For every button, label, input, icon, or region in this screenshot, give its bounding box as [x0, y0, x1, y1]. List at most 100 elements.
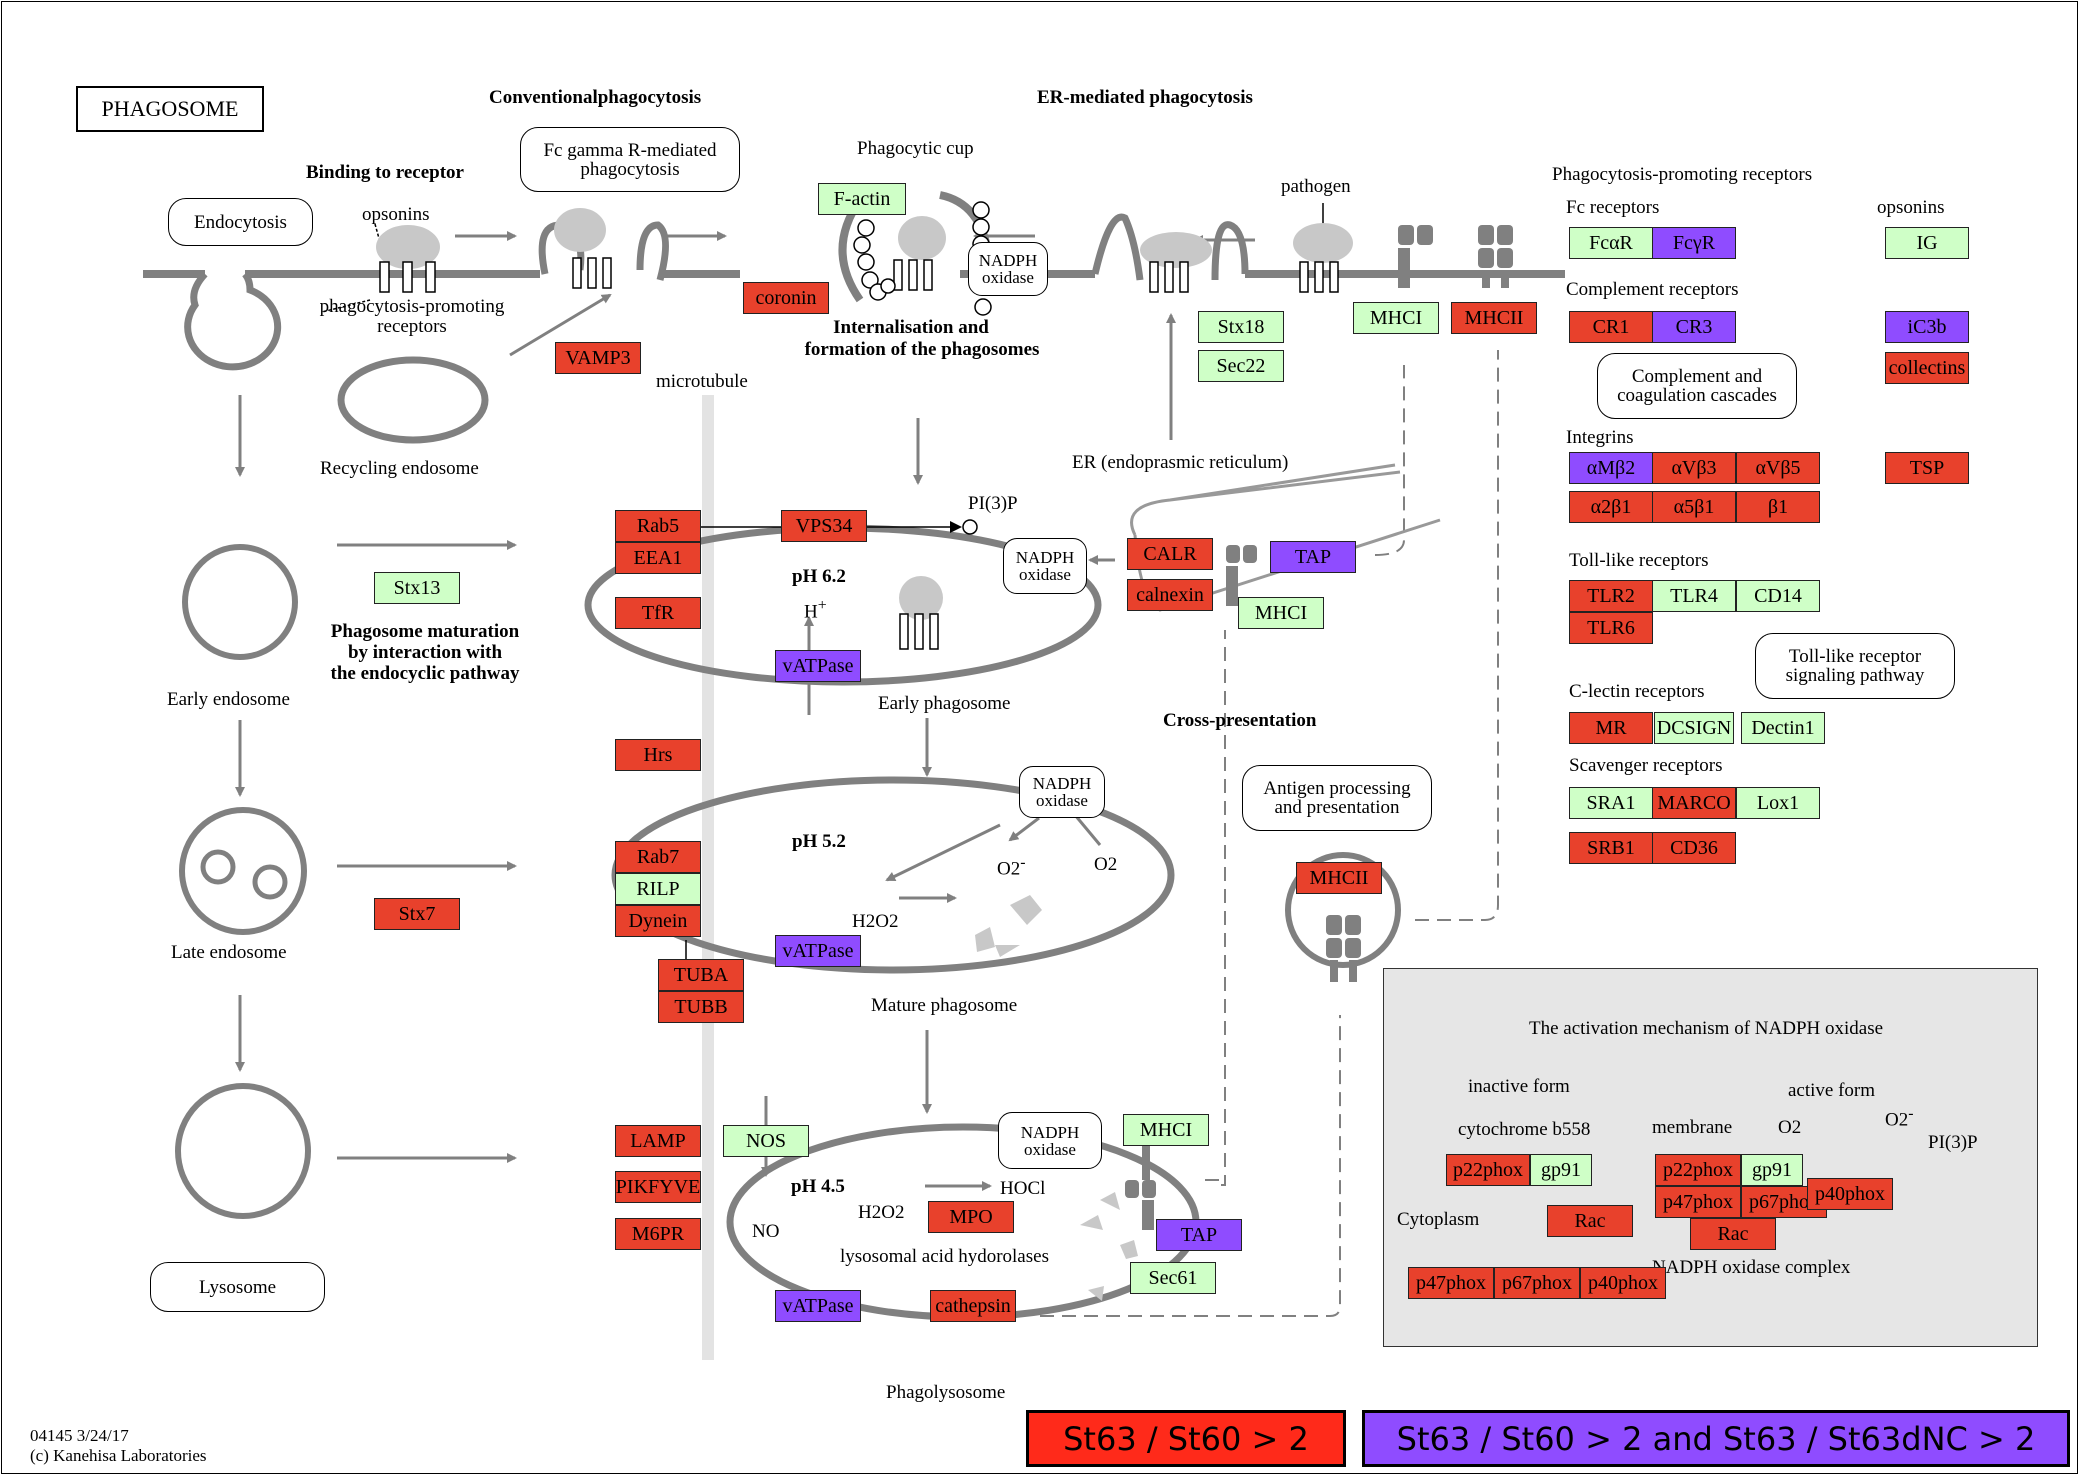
gene-srb1[interactable]: SRB1	[1569, 832, 1653, 864]
gene-sec22[interactable]: Sec22	[1198, 350, 1284, 382]
gene-vatpase3[interactable]: vATPase	[775, 1290, 861, 1322]
gene-vatpase1[interactable]: vATPase	[775, 650, 861, 682]
gene-tubb[interactable]: TUBB	[658, 991, 744, 1023]
header-maturation-3: the endocyclic pathway	[330, 663, 520, 684]
gene-gp91_i[interactable]: gp91	[1530, 1154, 1592, 1186]
label-ph52: pH 5.2	[792, 831, 846, 852]
gene-cr3[interactable]: CR3	[1652, 311, 1736, 343]
gene-vps34[interactable]: VPS34	[781, 510, 867, 542]
gene-rab5[interactable]: Rab5	[615, 510, 701, 542]
gene-mhcii_top[interactable]: MHCII	[1451, 302, 1537, 334]
header-internalisation-2: formation of the phagosomes	[804, 339, 1040, 360]
gene-stx18[interactable]: Stx18	[1198, 311, 1284, 343]
label-o2minus: O2-	[997, 854, 1026, 880]
gene-collectins[interactable]: collectins	[1885, 352, 1969, 384]
link-lysosome[interactable]: Lysosome	[150, 1262, 325, 1312]
gene-tlr4[interactable]: TLR4	[1652, 580, 1736, 612]
gene-coronin[interactable]: coronin	[743, 282, 829, 314]
copyright: (c) Kanehisa Laboratories	[30, 1446, 207, 1465]
gene-hrs[interactable]: Hrs	[615, 739, 701, 771]
gene-stx13[interactable]: Stx13	[374, 572, 460, 604]
gene-mhci_er[interactable]: MHCI	[1238, 597, 1324, 629]
gene-p40_i[interactable]: p40phox	[1580, 1267, 1666, 1299]
gene-p47_a[interactable]: p47phox	[1655, 1186, 1741, 1218]
gene-m6pr[interactable]: M6PR	[615, 1218, 701, 1250]
gene-mr[interactable]: MR	[1569, 712, 1653, 744]
gene-cr1[interactable]: CR1	[1569, 311, 1653, 343]
gene-fcgr[interactable]: FcγR	[1652, 227, 1736, 259]
gene-dcsign[interactable]: DCSIGN	[1654, 712, 1734, 744]
gene-rac_a[interactable]: Rac	[1690, 1218, 1776, 1250]
gene-a5b1[interactable]: α5β1	[1652, 491, 1736, 523]
gene-stx7[interactable]: Stx7	[374, 898, 460, 930]
label-active-form: active form	[1788, 1080, 1876, 1101]
gene-ig[interactable]: IG	[1885, 227, 1969, 259]
gene-tuba[interactable]: TUBA	[658, 959, 744, 991]
gene-sec61[interactable]: Sec61	[1130, 1262, 1216, 1294]
header-conventional: Conventionalphagocytosis	[489, 87, 702, 108]
gene-dectin1[interactable]: Dectin1	[1741, 712, 1825, 744]
gene-lox1[interactable]: Lox1	[1736, 787, 1820, 819]
gene-tfr[interactable]: TfR	[615, 597, 701, 629]
gene-dynein[interactable]: Dynein	[615, 905, 701, 937]
gene-vamp3[interactable]: VAMP3	[555, 342, 641, 374]
gene-gp91_a[interactable]: gp91	[1741, 1154, 1803, 1186]
gene-p22_a[interactable]: p22phox	[1655, 1154, 1741, 1186]
gene-b1[interactable]: β1	[1736, 491, 1820, 523]
gene-p47_i[interactable]: p47phox	[1408, 1267, 1494, 1299]
gene-tlr6[interactable]: TLR6	[1569, 612, 1653, 644]
gene-avb5[interactable]: αVβ5	[1736, 452, 1820, 484]
gene-pikfyve[interactable]: PIKFYVE	[615, 1171, 701, 1203]
gene-mhci_top[interactable]: MHCI	[1353, 302, 1439, 334]
gene-rilp[interactable]: RILP	[615, 873, 701, 905]
gene-a2b1[interactable]: α2β1	[1569, 491, 1653, 523]
gene-p67_i[interactable]: p67phox	[1494, 1267, 1580, 1299]
gene-p67_a[interactable]: p67phox	[1741, 1186, 1827, 1218]
gene-tap2[interactable]: TAP	[1156, 1219, 1242, 1251]
label-pathogen: pathogen	[1281, 176, 1351, 197]
label-panel-pi3p: PI(3)P	[1928, 1132, 1978, 1153]
label-hplus: H+	[804, 597, 827, 623]
gene-tlr2[interactable]: TLR2	[1569, 580, 1653, 612]
link-endocytosis[interactable]: Endocytosis	[168, 198, 313, 246]
gene-mhcii_cp[interactable]: MHCII	[1296, 862, 1382, 894]
gene-rab7[interactable]: Rab7	[615, 841, 701, 873]
gene-p40_a[interactable]: p40phox	[1807, 1178, 1893, 1210]
gene-sra1[interactable]: SRA1	[1569, 787, 1653, 819]
gene-ic3b[interactable]: iC3b	[1885, 311, 1969, 343]
gene-calnexin[interactable]: calnexin	[1127, 579, 1213, 611]
gene-mhci_pl[interactable]: MHCI	[1123, 1114, 1209, 1146]
gene-amb2[interactable]: αMβ2	[1569, 452, 1653, 484]
gene-tap1[interactable]: TAP	[1270, 541, 1356, 573]
gene-p22_i[interactable]: p22phox	[1446, 1154, 1530, 1186]
gene-cd14[interactable]: CD14	[1736, 580, 1820, 612]
gene-cd36[interactable]: CD36	[1652, 832, 1736, 864]
label-opsonins: opsonins	[362, 204, 430, 225]
gene-lamp[interactable]: LAMP	[615, 1125, 701, 1157]
gene-mpo[interactable]: MPO	[928, 1201, 1014, 1233]
gene-avb3[interactable]: αVβ3	[1652, 452, 1736, 484]
gene-tsp[interactable]: TSP	[1885, 452, 1969, 484]
gene-cathepsin[interactable]: cathepsin	[930, 1290, 1016, 1322]
gene-nos[interactable]: NOS	[723, 1125, 809, 1157]
map-id: 04145 3/24/17	[30, 1426, 129, 1445]
gene-marco[interactable]: MARCO	[1652, 787, 1736, 819]
gene-calr[interactable]: CALR	[1127, 538, 1213, 570]
gene-factin[interactable]: F-actin	[818, 183, 906, 215]
gene-rac_i[interactable]: Rac	[1547, 1205, 1633, 1237]
gene-eea1[interactable]: EEA1	[615, 542, 701, 574]
label-er: ER (endoprasmic reticulum)	[1072, 452, 1289, 473]
gene-vatpase2[interactable]: vATPase	[775, 935, 861, 967]
gene-fcar[interactable]: FcαR	[1569, 227, 1653, 259]
label-early-phagosome: Early phagosome	[878, 693, 1011, 714]
label-membrane: membrane	[1652, 1117, 1733, 1138]
